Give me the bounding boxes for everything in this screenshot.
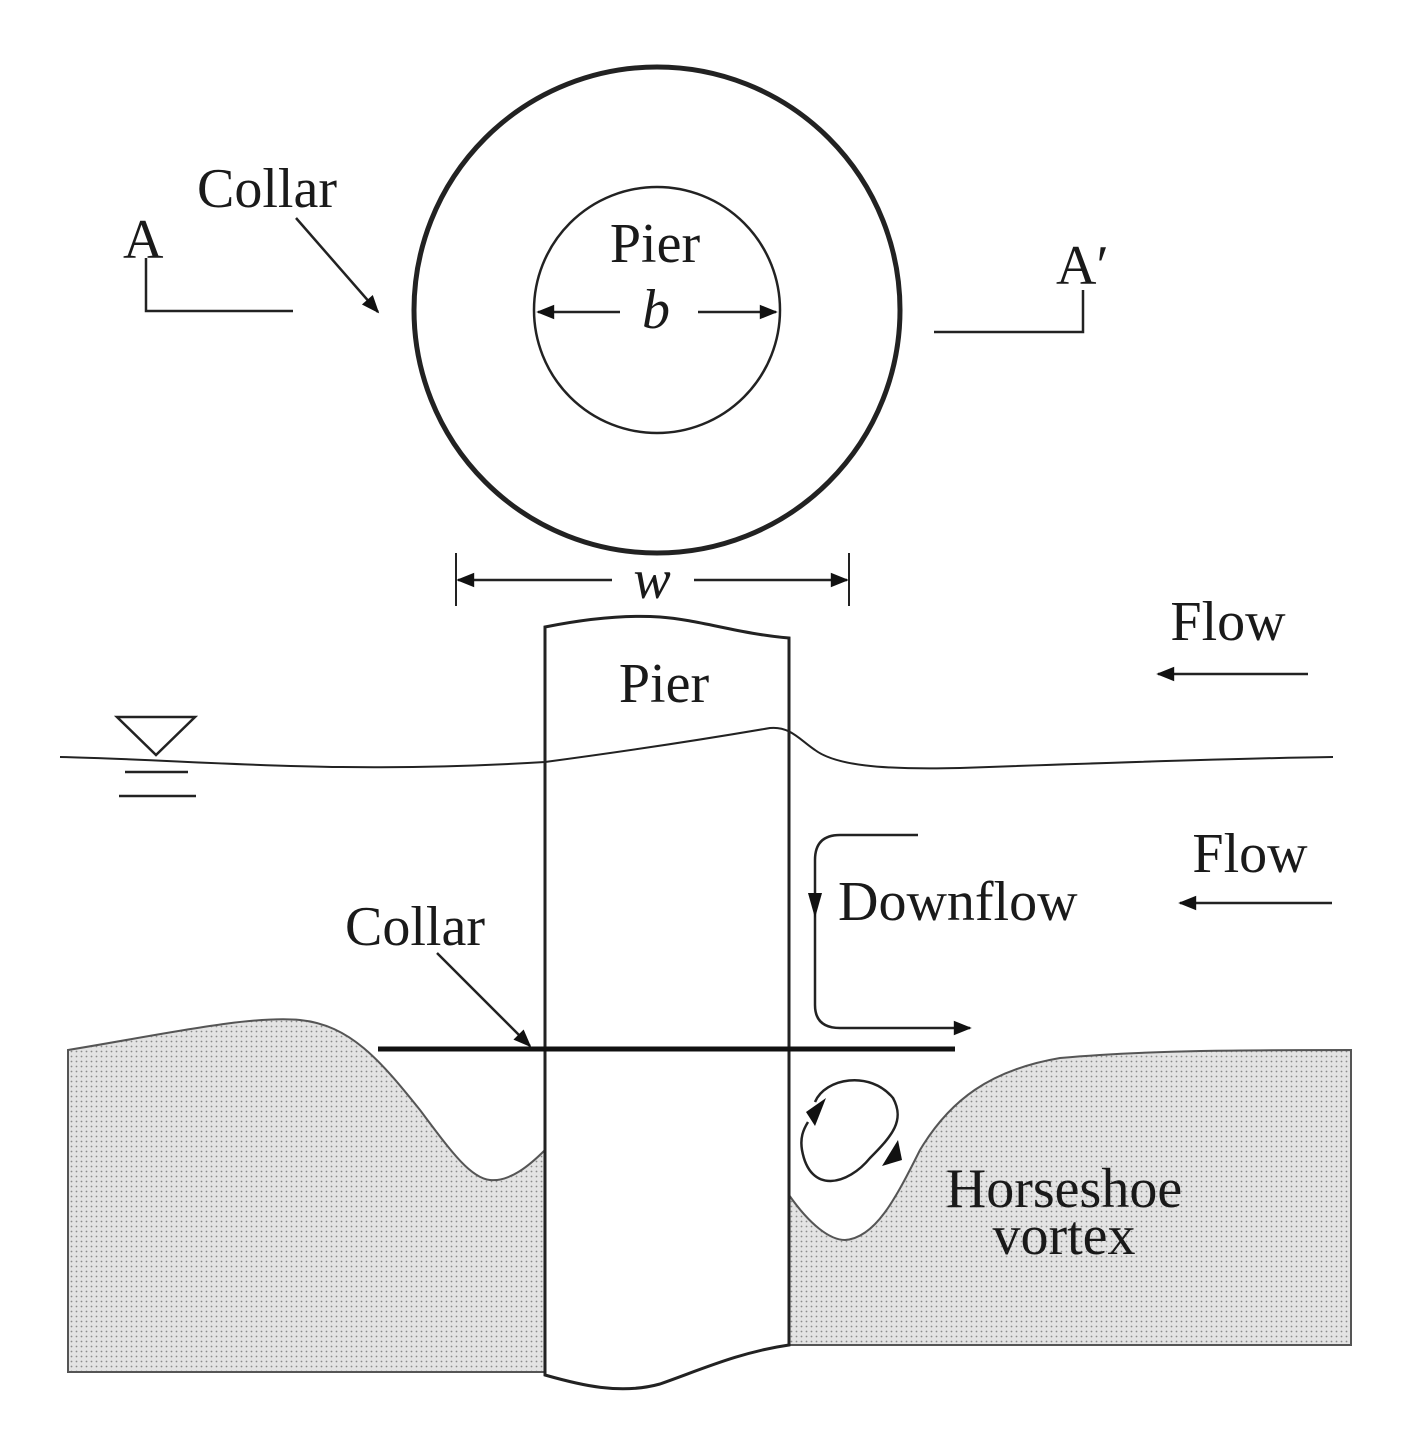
- elevation-view: Pier Flow Flow Downflow Collar Horseshoe…: [59, 591, 1352, 1391]
- downflow-path: [813, 833, 972, 1036]
- pier-dim-label: b: [642, 279, 670, 341]
- downflow-arrowhead: [808, 893, 822, 918]
- elevation-pier-label: Pier: [619, 653, 710, 715]
- water-surface-line: [59, 726, 1334, 770]
- sediment-bed-left: [67, 1018, 546, 1373]
- sediment-bed-right: [788, 1048, 1352, 1346]
- elevation-collar-leader: [436, 952, 532, 1048]
- flow-label-surface: Flow: [1170, 591, 1286, 653]
- plan-collar-leader: [295, 217, 380, 314]
- plan-collar-circle: [411, 64, 903, 556]
- section-end-label: A′: [1056, 235, 1109, 297]
- section-end-mark: [934, 290, 1085, 334]
- elevation-collar-label: Collar: [345, 896, 485, 958]
- elevation-pier: [543, 614, 791, 1391]
- plan-view: Pier b Collar A A′ w: [123, 64, 1109, 611]
- plan-pier-circle: [532, 185, 782, 435]
- flow-label-depth: Flow: [1192, 823, 1308, 885]
- vortex-arrowhead-top: [806, 1098, 826, 1126]
- vortex-label-line2: vortex: [992, 1205, 1135, 1267]
- collar-dim-label: w: [633, 549, 670, 611]
- water-level-symbol: [113, 715, 199, 757]
- section-start-label: A: [123, 209, 164, 271]
- vortex-arrowhead-right: [882, 1140, 902, 1166]
- horseshoe-vortex-loop: [800, 1079, 899, 1183]
- vortex-label-line1: Horseshoe: [946, 1158, 1182, 1220]
- plan-pier-label: Pier: [610, 213, 701, 275]
- plan-collar-label: Collar: [197, 158, 337, 220]
- section-start-mark: [144, 258, 293, 313]
- downflow-label: Downflow: [838, 871, 1078, 933]
